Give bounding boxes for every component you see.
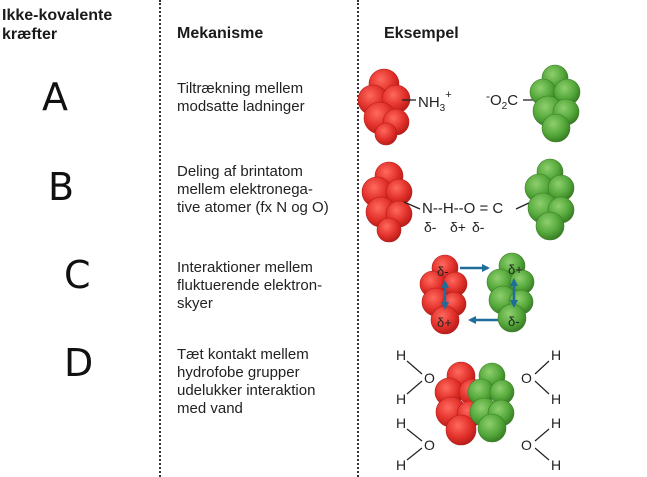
mechanism-b-line: Deling af brintatom bbox=[177, 163, 303, 180]
example-d: H O H H O H H O H H O H bbox=[396, 347, 561, 473]
svg-text:H: H bbox=[396, 415, 406, 431]
green-delta-top: δ+ bbox=[508, 262, 523, 277]
svg-text:O: O bbox=[521, 437, 532, 453]
header-forces-line1: Ikke-kovalente bbox=[2, 7, 113, 24]
delta-minus-n: δ- bbox=[424, 219, 437, 235]
mechanism-b-line: tive atomer (fx N og O) bbox=[177, 199, 329, 216]
svg-text:H: H bbox=[551, 391, 561, 407]
mechanism-d-line: Tæt kontakt mellem bbox=[177, 346, 309, 363]
example-c: δ- δ+ δ+ δ- bbox=[419, 252, 535, 335]
green-blob-icon bbox=[467, 362, 515, 443]
delta-plus-h: δ+ bbox=[450, 219, 466, 235]
svg-text:H: H bbox=[551, 457, 561, 473]
green-delta-bottom: δ- bbox=[508, 314, 520, 329]
mechanism-a: Tiltrækning mellem modsatte ladninger bbox=[177, 80, 305, 116]
water-molecule-right-top: H O H bbox=[521, 347, 561, 407]
example-a: NH3+ -O2C bbox=[357, 64, 581, 146]
svg-text:O: O bbox=[521, 370, 532, 386]
header-forces: Ikke-kovalente kræfter bbox=[2, 6, 112, 44]
red-blob-icon bbox=[361, 161, 413, 243]
svg-text:O: O bbox=[424, 370, 435, 386]
header-forces-line2: kræfter bbox=[2, 26, 58, 43]
mechanism-a-line: modsatte ladninger bbox=[177, 98, 305, 115]
red-blob-icon bbox=[357, 68, 411, 146]
water-molecule-left-top: H O H bbox=[396, 347, 435, 407]
mechanism-c-line: Interaktioner mellem bbox=[177, 259, 313, 276]
header-example: Eksempel bbox=[384, 25, 459, 42]
red-blob-icon bbox=[419, 254, 468, 335]
ammonium-label: NH3+ bbox=[418, 89, 452, 114]
example-b: N--H--O = C δ- δ+ δ- bbox=[361, 158, 575, 243]
row-letter-c: C bbox=[64, 253, 91, 297]
svg-text:H: H bbox=[551, 415, 561, 431]
carboxylate-label: -O2C bbox=[486, 89, 518, 112]
hydrogen-bond-label: N--H--O = C bbox=[422, 200, 503, 217]
mechanism-b-line: mellem elektronega- bbox=[177, 181, 313, 198]
water-molecule-left-bottom: H O H bbox=[396, 415, 435, 473]
mechanism-d-line: med vand bbox=[177, 400, 243, 417]
row-letter-a: A bbox=[42, 75, 68, 119]
svg-text:H: H bbox=[396, 391, 406, 407]
mechanism-c-line: skyer bbox=[177, 295, 213, 312]
water-molecule-right-bottom: H O H bbox=[521, 415, 561, 473]
red-delta-bottom: δ+ bbox=[437, 315, 452, 330]
delta-minus-o: δ- bbox=[472, 219, 485, 235]
header-mechanism: Mekanisme bbox=[177, 25, 264, 42]
column-divider-left bbox=[159, 0, 161, 477]
column-divider-right bbox=[357, 0, 359, 477]
row-letter-d: D bbox=[64, 341, 94, 385]
mechanism-b: Deling af brintatom mellem elektronega- … bbox=[177, 163, 329, 217]
mechanism-a-line: Tiltrækning mellem bbox=[177, 80, 304, 97]
mechanism-c: Interaktioner mellem fluktuerende elektr… bbox=[177, 259, 322, 313]
mechanism-d-line: udelukker interaktion bbox=[177, 382, 316, 399]
svg-text:H: H bbox=[396, 347, 406, 363]
green-blob-icon bbox=[529, 64, 581, 143]
mechanism-d-line: hydrofobe grupper bbox=[177, 364, 300, 381]
row-letter-b: B bbox=[48, 165, 75, 209]
mechanism-c-line: fluktuerende elektron- bbox=[177, 277, 323, 294]
mechanism-d: Tæt kontakt mellem hydrofobe grupper ude… bbox=[177, 346, 315, 418]
green-blob-icon bbox=[524, 158, 575, 241]
svg-text:H: H bbox=[396, 457, 406, 473]
svg-text:H: H bbox=[551, 347, 561, 363]
svg-text:O: O bbox=[424, 437, 435, 453]
red-delta-top: δ- bbox=[437, 264, 449, 279]
